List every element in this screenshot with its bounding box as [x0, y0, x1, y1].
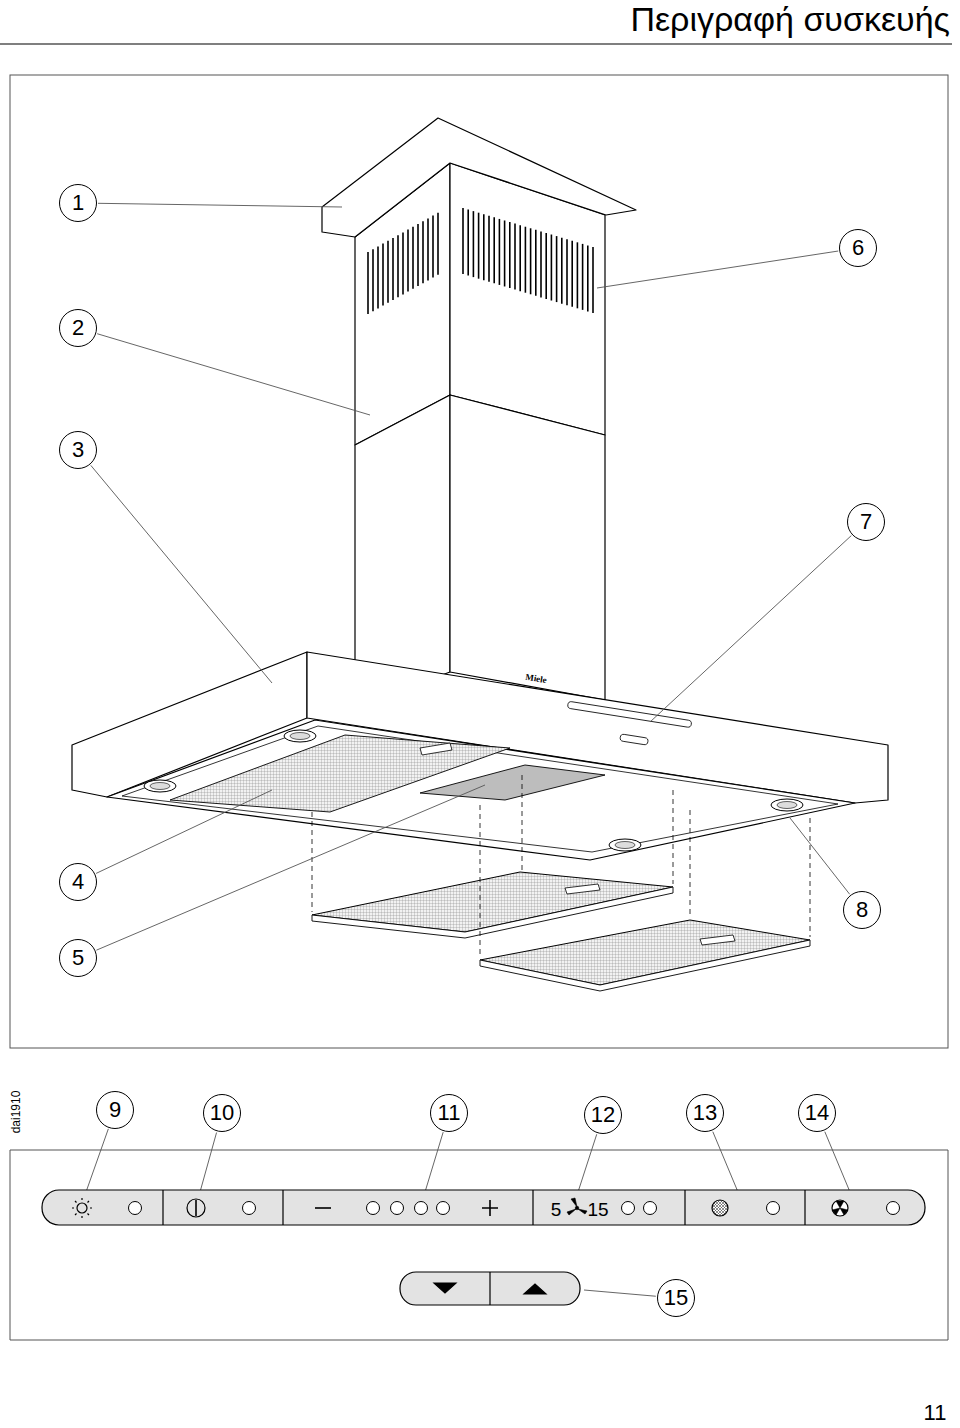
filter-handle [420, 743, 452, 755]
figure-code: dai1910 [10, 1091, 22, 1134]
callout-number: 3 [72, 439, 84, 461]
speed-label: 5 [551, 1200, 562, 1219]
panel-frame [10, 1150, 948, 1151]
fan-symbol [567, 1198, 587, 1215]
leader-line [97, 334, 370, 415]
plus-symbol [482, 1200, 498, 1216]
chimney-lower-side [355, 395, 450, 707]
callout-circle: 6 [839, 229, 877, 267]
leader-line [96, 785, 485, 950]
down-arrow [434, 1283, 456, 1293]
callout-circle: 14 [798, 1094, 836, 1132]
header-rule [0, 43, 952, 44]
leader-line [578, 1134, 597, 1192]
filter-opening [420, 765, 605, 800]
leader-line [91, 465, 272, 683]
callout-number: 11 [438, 1102, 461, 1124]
indicator-led [129, 1202, 900, 1215]
leader-line [98, 203, 342, 207]
callout-circle: 9 [96, 1091, 134, 1129]
callout-circle: 15 [657, 1279, 695, 1317]
light-symbol [72, 1198, 92, 1218]
callout-number: 6 [852, 237, 864, 259]
callout-number: 8 [856, 899, 868, 921]
leader-line [96, 790, 272, 873]
leader-line [200, 1133, 217, 1193]
control-strip [567, 701, 692, 727]
page-title: Περιγραφή συσκευής [630, 2, 950, 36]
hood-underside [107, 720, 855, 860]
callout-number: 10 [210, 1102, 234, 1124]
recirculation-symbol [832, 1200, 848, 1216]
callout-number: 2 [72, 317, 84, 339]
leader-line [597, 251, 838, 288]
callout-circle: 5 [59, 939, 97, 977]
control-panel [42, 1190, 925, 1305]
figure-frame [10, 75, 948, 1048]
callout-circle: 7 [847, 503, 885, 541]
up-arrow [524, 1284, 546, 1294]
leader-line [650, 536, 851, 722]
callout-circle: 2 [59, 309, 97, 347]
page-number: 11 [924, 1402, 947, 1424]
speed-label: 15 [587, 1200, 608, 1219]
leader-line [713, 1132, 738, 1192]
grease-filter [170, 735, 510, 812]
callout-circle: 11 [430, 1094, 468, 1132]
leader-line [425, 1132, 443, 1192]
leader-line [86, 1129, 108, 1192]
callout-circle: 13 [686, 1094, 724, 1132]
leader-line [825, 1132, 850, 1192]
leader-line [584, 1290, 656, 1296]
power-symbol [187, 1199, 205, 1217]
callout-circle: 12 [584, 1096, 622, 1134]
callout-circle: 10 [203, 1094, 241, 1132]
callout-number: 4 [72, 871, 84, 893]
chimney-lower-front [450, 395, 605, 700]
filter-symbol [712, 1200, 728, 1216]
callout-circle: 1 [59, 184, 97, 222]
callout-number: 7 [860, 511, 872, 533]
callout-circle: 3 [59, 431, 97, 469]
minus-symbol [315, 1207, 331, 1209]
removal-guide [312, 775, 810, 957]
arrow-strip [620, 734, 649, 745]
brand-logo: Miele [525, 673, 548, 685]
callout-number: 14 [805, 1102, 829, 1124]
callout-number: 15 [664, 1287, 688, 1309]
callout-circle: 4 [59, 863, 97, 901]
vent-slots [368, 208, 593, 314]
callout-number: 9 [109, 1099, 121, 1121]
callout-number: 1 [72, 192, 84, 214]
leader-lines [86, 203, 851, 1296]
panel-frame [10, 1150, 948, 1340]
callout-number: 12 [591, 1104, 615, 1126]
callout-circle: 8 [843, 891, 881, 929]
callout-number: 13 [693, 1102, 717, 1124]
callout-number: 5 [72, 947, 84, 969]
leader-line [790, 818, 850, 894]
hood-drawing [72, 118, 888, 991]
